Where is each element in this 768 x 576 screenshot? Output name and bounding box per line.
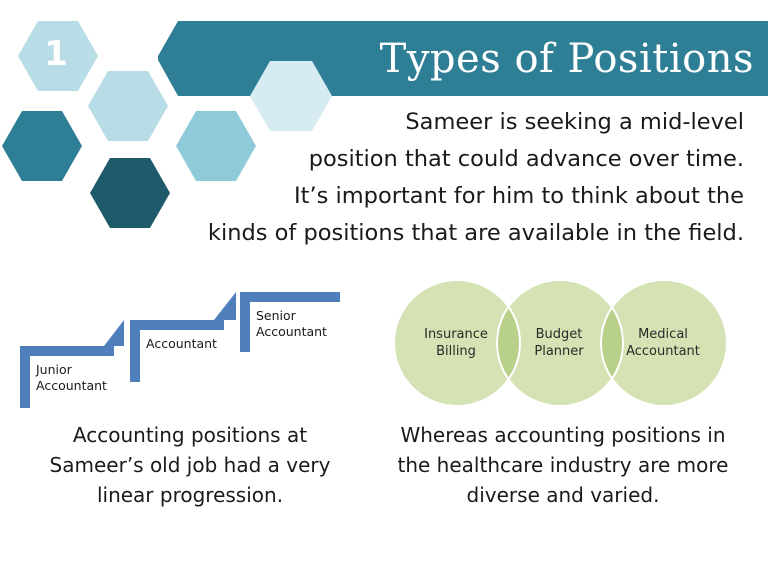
slide-number: 1 xyxy=(44,34,68,74)
venn-label-line: Budget xyxy=(535,327,583,342)
venn-label-budget-planner: Budget Planner xyxy=(509,326,609,360)
stair-label-accountant: Accountant xyxy=(146,336,217,352)
venn-label-line: Accountant xyxy=(626,344,700,359)
intro-line: It’s important for him to think about th… xyxy=(294,183,744,209)
venn-circle-insurance-billing xyxy=(394,280,520,406)
hexagon-tile xyxy=(2,111,82,181)
intro-line: kinds of positions that are available in… xyxy=(207,220,744,246)
venn-label-medical-accountant: Medical Accountant xyxy=(613,326,713,360)
venn-label-line: Insurance xyxy=(424,327,488,342)
venn-caption: Whereas accounting positions in the heal… xyxy=(378,420,748,510)
stair-label-line: Junior xyxy=(36,362,72,377)
hexagon-tile xyxy=(90,158,170,228)
hexagon-tile xyxy=(176,111,256,181)
intro-line: position that could advance over time. xyxy=(308,146,744,172)
caption-line: linear progression. xyxy=(96,483,284,507)
venn-diagram xyxy=(393,279,728,407)
staircase-caption: Accounting positions at Sameer’s old job… xyxy=(20,420,360,510)
stair-step-junior xyxy=(20,320,124,408)
stair-label-senior-accountant: Senior Accountant xyxy=(256,308,327,340)
title-banner xyxy=(158,21,768,131)
venn-circle-medical-accountant xyxy=(601,280,727,406)
venn-label-line: Planner xyxy=(534,344,584,359)
slide-title: Types of Positions xyxy=(379,36,754,82)
intro-line: Sameer is seeking a mid-level xyxy=(405,109,744,135)
hexagon-tile xyxy=(88,71,168,141)
venn-circle-budget-planner xyxy=(497,280,623,406)
stair-label-line: Senior xyxy=(256,308,296,323)
venn-label-insurance-billing: Insurance Billing xyxy=(406,326,506,360)
caption-line: Whereas accounting positions in xyxy=(400,423,726,447)
caption-line: the healthcare industry are more xyxy=(397,453,729,477)
caption-line: Accounting positions at xyxy=(72,423,308,447)
caption-line: diverse and varied. xyxy=(466,483,660,507)
caption-line: Sameer’s old job had a very xyxy=(49,453,331,477)
hexagon-tile xyxy=(250,61,332,131)
venn-label-line: Billing xyxy=(436,344,476,359)
hexagon-number-tile xyxy=(18,21,98,91)
staircase-diagram xyxy=(20,292,340,408)
stair-step-senior xyxy=(240,292,340,352)
stair-label-line: Accountant xyxy=(146,336,217,351)
stair-step-accountant xyxy=(130,292,236,382)
stair-label-line: Accountant xyxy=(36,378,107,393)
hexagon-cluster xyxy=(2,21,256,228)
venn-label-line: Medical xyxy=(638,327,688,342)
stair-label-line: Accountant xyxy=(256,324,327,339)
stair-label-junior-accountant: Junior Accountant xyxy=(36,362,107,394)
intro-paragraph: Sameer is seeking a mid-level position t… xyxy=(144,104,744,252)
